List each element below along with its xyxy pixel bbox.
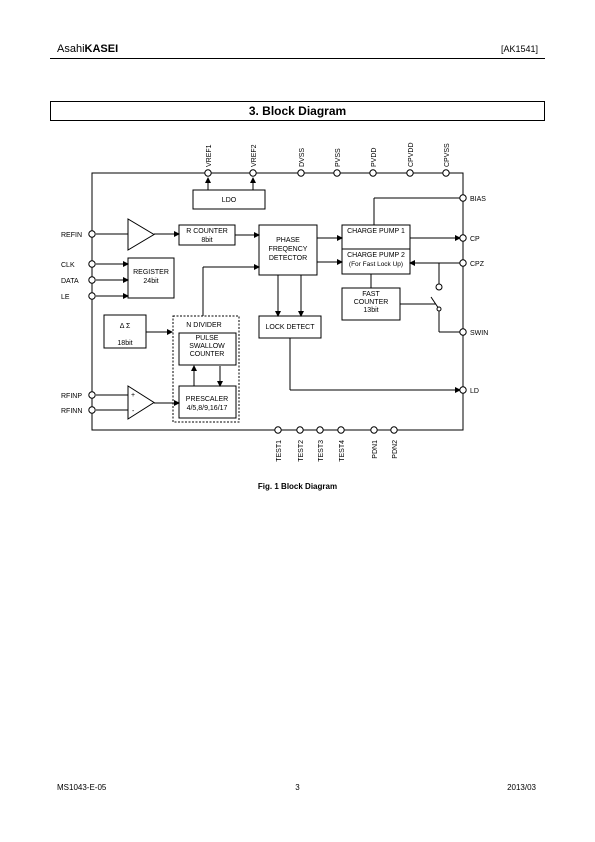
brand-logo: AsahiKASEI: [57, 43, 118, 55]
pulse-swallow-label-2: SWALLOW: [189, 343, 225, 350]
fast-counter-label-1: FAST: [362, 291, 380, 298]
fast-counter-bits: 13bit: [363, 307, 378, 314]
refin-buffer: [127, 218, 155, 251]
ldo-label: LDO: [222, 197, 237, 204]
amp-plus-sign: +: [131, 392, 135, 399]
charge-pump-2-label: CHARGE PUMP 2: [347, 252, 405, 259]
rf-amplifier: [127, 385, 155, 420]
fast-counter-label-2: COUNTER: [354, 299, 389, 306]
pin-pdn1: PDN1: [372, 440, 379, 459]
n-divider-label: N DIVIDER: [186, 322, 221, 329]
pin-rfinn: RFINN: [61, 408, 82, 415]
pin-bias: BIAS: [470, 196, 486, 203]
n-divider-group: [172, 315, 240, 423]
pin-cpvss: CPVSS: [444, 143, 451, 167]
pulse-swallow-block: [178, 332, 237, 366]
header-rule: [50, 58, 545, 59]
pin-test4: TEST4: [339, 440, 346, 462]
ldo-block: [192, 189, 266, 210]
pin-le: LE: [61, 294, 70, 301]
amp-minus-sign: -: [132, 408, 135, 415]
pin-test2: TEST2: [298, 440, 305, 462]
brand-prefix: Asahi: [57, 43, 85, 55]
document-id: [AK1541]: [500, 44, 538, 54]
r-counter-bits: 8bit: [201, 237, 212, 244]
delta-sigma-label: Δ Σ: [120, 323, 131, 330]
pin-vref1: VREF1: [206, 144, 213, 167]
pin-swin: SWIN: [470, 330, 488, 337]
pfd-label-3: DETECTOR: [269, 255, 307, 262]
pin-ld: LD: [470, 388, 479, 395]
pfd-label-2: FREQENCY: [269, 246, 308, 253]
pin-test1: TEST1: [276, 440, 283, 462]
pin-dvss: DVSS: [299, 148, 306, 167]
pin-cpz: CPZ: [470, 261, 485, 268]
footer-date: 2013/03: [507, 783, 536, 792]
pin-data: DATA: [61, 278, 79, 285]
figure-caption: Fig. 1 Block Diagram: [257, 482, 338, 491]
pin-pvdd: PVDD: [371, 148, 378, 167]
lock-detect-label: LOCK DETECT: [265, 324, 315, 331]
pfd-label-1: PHASE: [276, 237, 300, 244]
charge-pump-1-label: CHARGE PUMP 1: [347, 228, 405, 235]
charge-pump-2-note: (For Fast Lock Up): [349, 261, 403, 268]
prescaler-ratios: 4/5,8/9,16/17: [187, 405, 228, 412]
pfd-block: [258, 224, 318, 276]
pulse-swallow-label-1: PULSE: [196, 335, 219, 342]
brand-name: KASEI: [84, 43, 119, 55]
section-title: 3. Block Diagram: [50, 101, 545, 121]
footer-doc-number: MS1043-E-05: [57, 783, 107, 792]
footer-page-number: 3: [295, 783, 300, 792]
pin-rfinp: RFINP: [61, 393, 82, 400]
pin-pvss: PVSS: [335, 148, 342, 167]
r-counter-label: R COUNTER: [186, 228, 228, 235]
pin-cpvdd: CPVDD: [408, 142, 415, 167]
delta-sigma-bits: 18bit: [117, 340, 132, 347]
pulse-swallow-label-3: COUNTER: [190, 351, 225, 358]
prescaler-label: PRESCALER: [186, 396, 228, 403]
pin-cp: CP: [470, 236, 480, 243]
pin-test3: TEST3: [318, 440, 325, 462]
register-label: REGISTER: [133, 269, 169, 276]
register-bits: 24bit: [143, 278, 158, 285]
pin-pdn2: PDN2: [392, 440, 399, 459]
pin-refin: REFIN: [61, 232, 82, 239]
pin-vref2: VREF2: [251, 144, 258, 167]
pin-clk: CLK: [61, 262, 75, 269]
